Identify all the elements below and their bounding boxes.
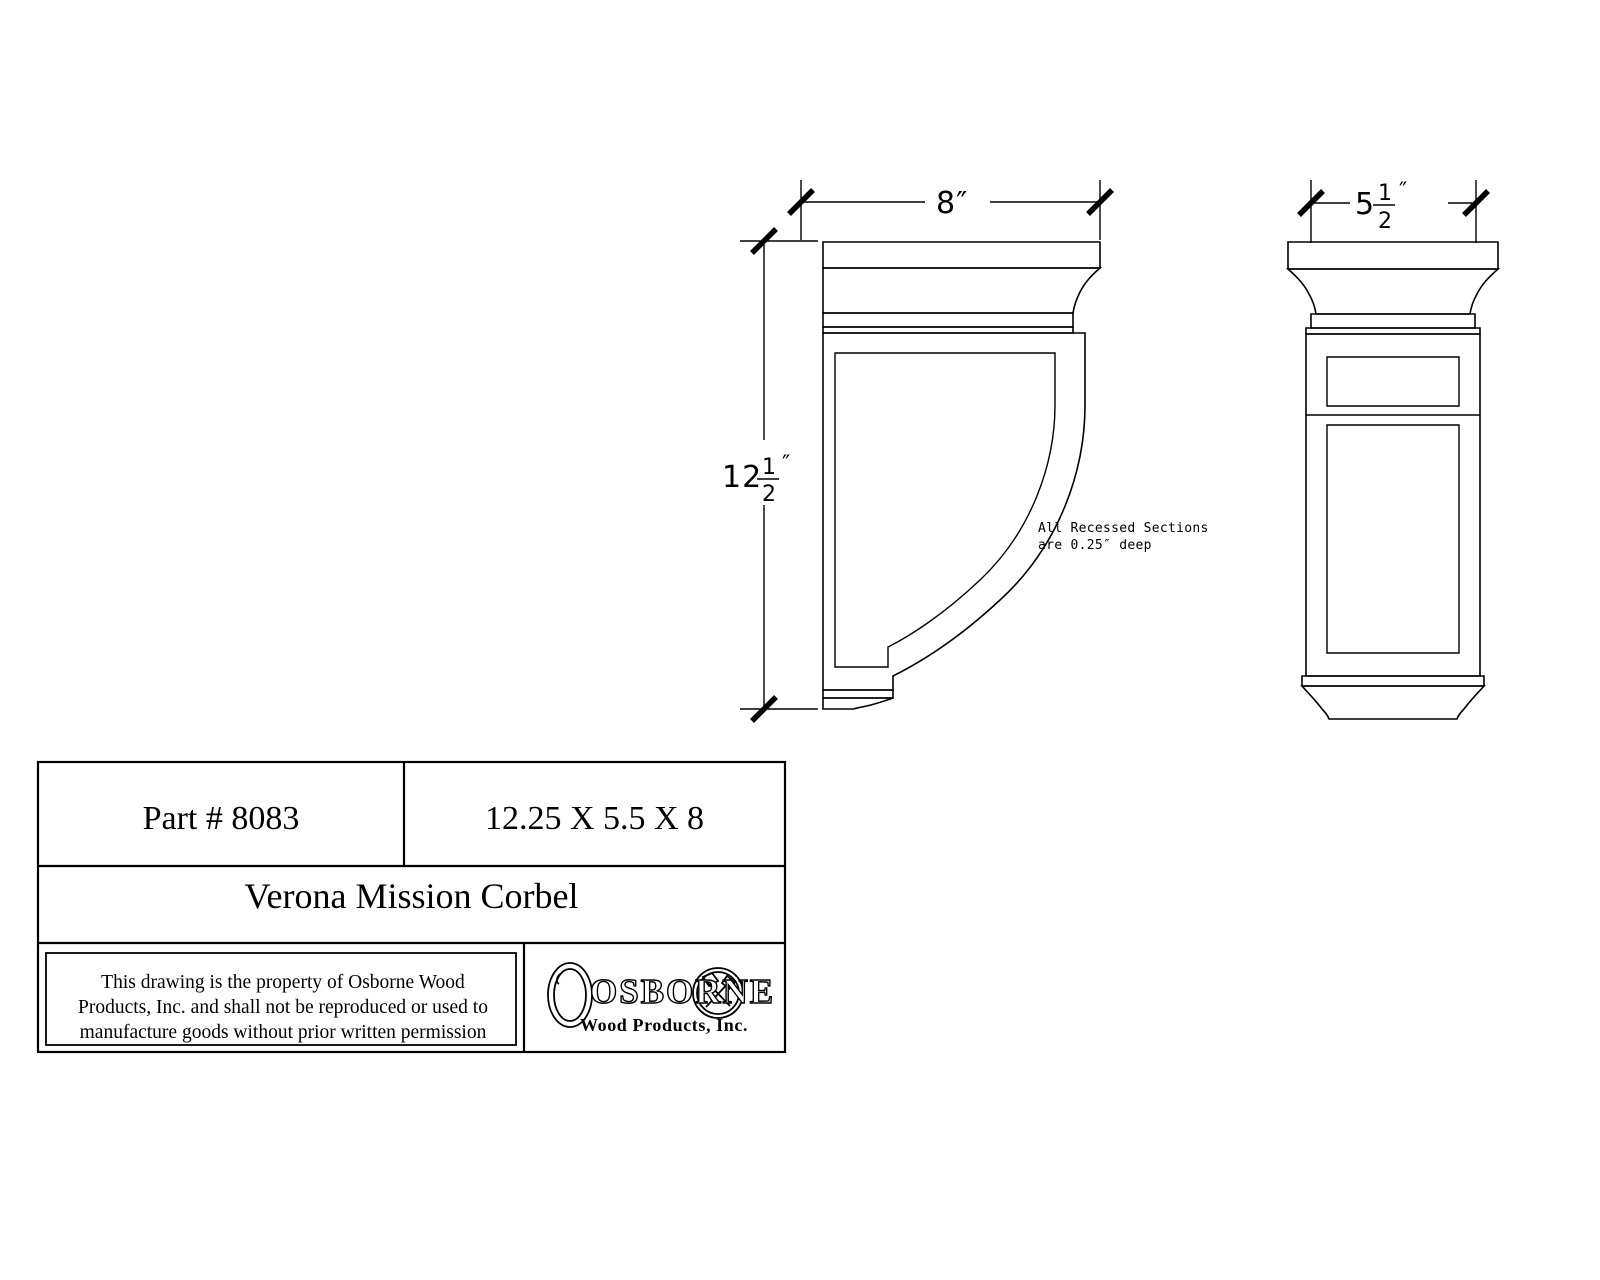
tick-mark-bottom (750, 695, 778, 723)
side-profile-view (822, 241, 1103, 710)
dimension-label-depth: 5 1 2 ″ (1355, 179, 1408, 234)
side-foot-ogee-base (822, 697, 894, 710)
depth-inch-symbol: ″ (1399, 179, 1408, 204)
tick-mark-left-2 (1297, 189, 1325, 217)
logo-chisel-handle (705, 979, 732, 1008)
logo-o-inner-oval (553, 968, 587, 1022)
front-base-ogee (1300, 685, 1486, 720)
note-line-2: are 0.25″ deep (1038, 538, 1152, 553)
side-crown-top-slab (822, 241, 1101, 269)
depth-whole: 5 (1355, 187, 1375, 222)
title-block-outer-border (36, 760, 787, 1054)
disclaimer-inner-border (45, 952, 517, 1046)
height-numerator: 1 (762, 455, 777, 480)
logo-o-flourish (555, 973, 561, 985)
tick-mark-top (750, 227, 778, 255)
disclaimer-line-2: Products, Inc. and shall not be reproduc… (78, 997, 488, 1019)
tick-mark-right-2 (1462, 189, 1490, 217)
logo-text-wrap: OSBORNE Wood Products, Inc. (528, 965, 786, 1055)
size-label: 12.25 X 5.5 X 8 (484, 800, 705, 837)
dimension-height-12-5in (740, 227, 818, 723)
size-cell: 12.25 X 5.5 X 8 (404, 773, 785, 865)
side-band-reveal (822, 312, 1074, 328)
side-foot-band-1 (822, 689, 894, 699)
logo-o-outer-oval (547, 962, 593, 1028)
product-name-label: Verona Mission Corbel (244, 876, 579, 916)
logo-chisel-head (720, 974, 737, 991)
depth-numerator: 1 (1378, 181, 1393, 206)
front-elevation-view (1285, 241, 1501, 720)
height-whole: 12 (722, 460, 762, 495)
osborne-logo (547, 962, 744, 1028)
title-block (36, 760, 787, 1054)
note-line-1: All Recessed Sections (1038, 521, 1209, 536)
front-body-outline (1305, 333, 1481, 677)
disclaimer-line-3: manufacture goods without prior written … (79, 1021, 487, 1043)
logo-emblem-circle-inner (696, 971, 740, 1015)
side-body-outline (822, 332, 1086, 691)
tick-mark-right (1086, 188, 1114, 216)
tick-mark-left (787, 188, 815, 216)
height-inch-symbol: ″ (782, 452, 791, 477)
side-recessed-panel (834, 352, 1056, 668)
logo-brand-text: OSBORNE (589, 971, 776, 1011)
dimension-label-width: 8″ (936, 186, 968, 221)
product-name-cell: Verona Mission Corbel (38, 866, 785, 926)
dimension-width-8in (787, 180, 1114, 240)
side-band-thin (822, 326, 1074, 334)
disclaimer-cell: This drawing is the property of Osborne … (48, 965, 518, 1052)
front-base-band (1301, 675, 1485, 687)
front-crown-ogee-fascia (1285, 268, 1501, 315)
logo-emblem-circle-outer (692, 967, 744, 1019)
recess-depth-note: All Recessed Sections are 0.25″ deep (1038, 521, 1209, 553)
front-recessed-panel-upper (1326, 356, 1460, 407)
height-denominator: 2 (762, 482, 777, 507)
dimension-label-height: 12 1 2 ″ (722, 452, 791, 507)
depth-denominator: 2 (1378, 209, 1393, 234)
logo-hammer-head (701, 971, 720, 988)
logo-tagline-text: Wood Products, Inc. (580, 1015, 749, 1035)
front-band-reveal (1310, 313, 1476, 329)
front-band-thin (1305, 327, 1481, 335)
side-crown-ogee-fascia (822, 267, 1103, 314)
front-crown-top-slab (1287, 241, 1499, 270)
front-recessed-panel-lower (1326, 424, 1460, 654)
disclaimer-line-1: This drawing is the property of Osborne … (101, 972, 465, 994)
part-number-cell: Part # 8083 (38, 773, 404, 865)
dimension-depth-5-5in (1297, 180, 1490, 243)
part-number-label: Part # 8083 (142, 800, 300, 837)
